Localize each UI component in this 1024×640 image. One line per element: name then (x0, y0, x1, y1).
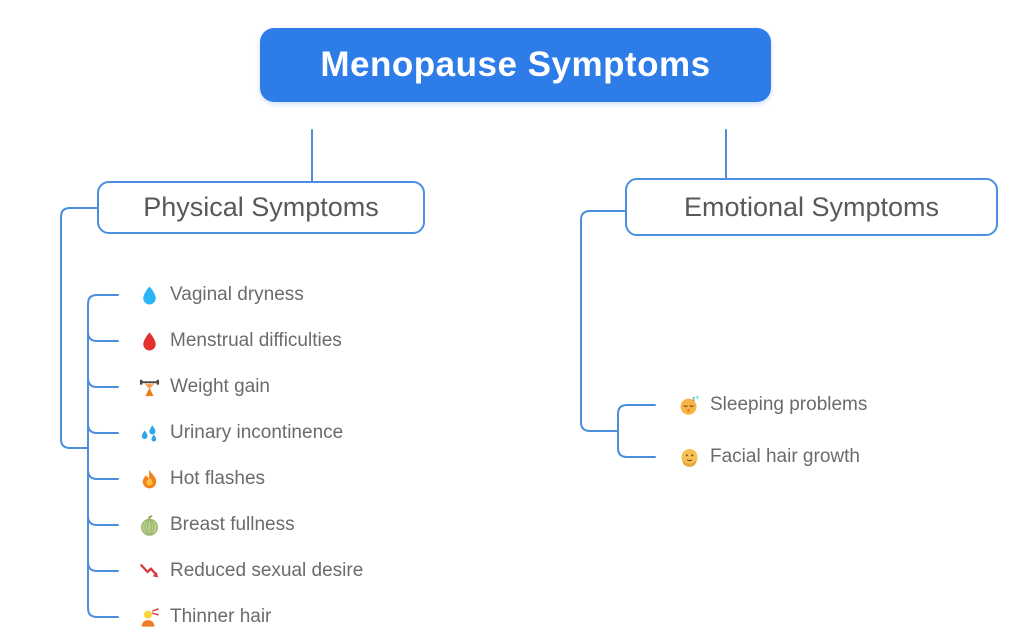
item-node-sleeping-problems[interactable]: z z Sleeping problems (678, 391, 867, 419)
physical-branch-edge (60, 207, 98, 449)
item-node-weight-gain[interactable]: Weight gain (138, 373, 270, 401)
sleeping-face-icon: z z (678, 394, 701, 417)
item-label: Thinner hair (170, 606, 272, 627)
item-node-urinary-incontinence[interactable]: Urinary incontinence (138, 419, 343, 447)
svg-text:z: z (696, 395, 699, 400)
item-label: Hot flashes (170, 468, 266, 489)
physical-item-elbow (87, 377, 119, 388)
physical-item-elbow (87, 561, 119, 572)
droplet-icon (138, 284, 161, 307)
item-label: Menstrual difficulties (170, 330, 342, 351)
item-node-vaginal-dryness[interactable]: Vaginal dryness (138, 281, 304, 309)
svg-text:z: z (692, 395, 696, 402)
item-label: Breast fullness (170, 514, 295, 535)
item-label: Sleeping problems (710, 394, 868, 415)
item-node-hot-flashes[interactable]: Hot flashes (138, 465, 265, 493)
emotional-items-trunk (617, 404, 656, 458)
item-node-thinner-hair[interactable]: Thinner hair (138, 603, 271, 631)
branch-node-physical-symptoms[interactable]: Physical Symptoms (97, 181, 425, 234)
physical-item-elbow (87, 331, 119, 342)
melon-icon (138, 514, 161, 537)
item-node-menstrual-difficulties[interactable]: Menstrual difficulties (138, 327, 342, 355)
item-label: Reduced sexual desire (170, 560, 364, 581)
item-node-reduced-sexual-desire[interactable]: Reduced sexual desire (138, 557, 363, 585)
sweat-droplets-icon (138, 422, 161, 445)
physical-item-elbow (87, 515, 119, 526)
item-node-facial-hair-growth[interactable]: Facial hair growth (678, 443, 860, 471)
branch-node-emotional-symptoms[interactable]: Emotional Symptoms (625, 178, 998, 236)
item-label: Weight gain (170, 376, 270, 397)
item-label: Vaginal dryness (170, 284, 304, 305)
emotional-branch-edge (580, 210, 626, 432)
bearded-person-icon (678, 446, 701, 469)
haircut-person-icon (138, 606, 161, 629)
chart-decreasing-icon (138, 560, 161, 583)
physical-items-trunk (87, 294, 119, 618)
root-node-label: Menopause Symptoms (320, 45, 711, 84)
root-node-menopause-symptoms[interactable]: Menopause Symptoms (260, 28, 771, 102)
physical-item-elbow (87, 423, 119, 434)
fire-icon (138, 468, 161, 491)
item-label: Facial hair growth (710, 446, 860, 467)
blood-drop-icon (138, 330, 161, 353)
physical-item-elbow (87, 469, 119, 480)
branch-node-label: Physical Symptoms (143, 192, 379, 222)
item-label: Urinary incontinence (170, 422, 344, 443)
item-node-breast-fullness[interactable]: Breast fullness (138, 511, 295, 539)
weight-lifter-icon (138, 376, 161, 399)
branch-node-label: Emotional Symptoms (683, 191, 940, 222)
